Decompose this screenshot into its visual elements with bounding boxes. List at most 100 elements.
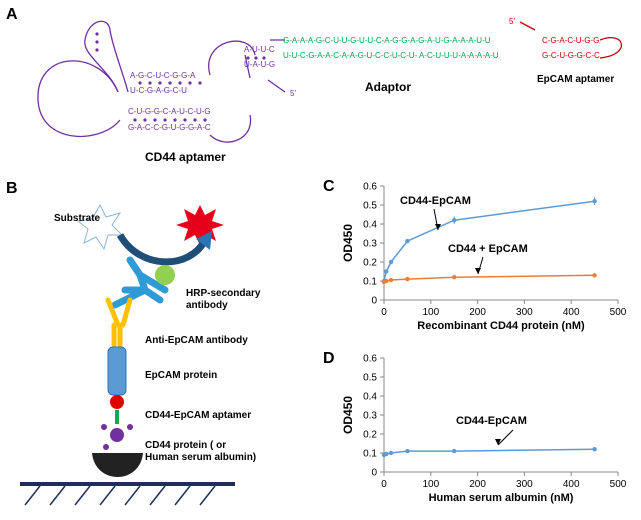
x-tick-label: 200 [469,307,486,318]
y-tick-label: 0.3 [363,411,377,422]
y-axis-label: OD450 [341,396,355,434]
series-line [383,448,595,456]
x-tick-label: 500 [610,307,627,318]
data-point [405,276,410,282]
substrate-label: Substrate [54,213,101,224]
surface-hatching [24,485,216,506]
cd44-stem1-top: A-G-C-U-C-G-G-A [130,71,196,80]
series-annotation: CD44 + EpCAM [448,243,528,255]
cd44-aptamer-node [103,444,109,450]
cd44-protein-bowl [92,453,143,477]
reaction-arrowhead [196,231,212,250]
anti-epcam-label: Anti-EpCAM antibody [145,335,248,346]
y-tick-label: 0.4 [363,220,377,231]
y-tick-label: 0.4 [363,392,377,403]
data-point [452,218,457,223]
epcam-5prime-label: 5' [509,17,515,26]
series-annotation: CD44-EpCAM [400,195,471,207]
data-point [388,277,394,283]
aptamer-epcam-binding-site [110,395,124,409]
panel-label-d: D [323,350,335,367]
cd44-stem2-top: C-U-G-G-C-A-U-C-U-G [128,107,211,116]
aptamer-label: CD44-EpCAM aptamer [145,410,252,421]
annotation-arrowhead [475,268,481,274]
y-axis-label: OD450 [341,224,355,262]
adaptor-linker [115,410,119,424]
panel-label-b: B [6,180,18,197]
data-point [384,278,389,284]
cd44-connector [244,39,285,79]
data-point [384,269,389,274]
cd44-right-loop [208,40,256,76]
x-tick-label: 300 [516,479,533,490]
cd44-basepair-dots [95,32,266,122]
cd44-stem2-bottom: G-A-C-C-G-U-G-G-A-C [128,123,211,132]
x-tick-label: 500 [610,479,627,490]
epcam-aptamer-label: EpCAM aptamer [537,74,615,85]
anti-epcam-antibody [105,297,133,348]
plate-surface [20,482,235,486]
cd44-aptamer-node [110,428,124,442]
data-point [405,448,410,454]
cd44-5prime-label: 5' [290,89,296,98]
x-tick-label: 400 [563,307,580,318]
panel-label-c: C [323,178,335,195]
x-tick-label: 100 [422,307,439,318]
hrp-secondary-antibody [111,256,169,309]
cd44-protein-label: CD44 protein ( or Human serum albumin) [145,440,257,463]
data-point [452,275,457,280]
hrp-enzyme-icon [155,265,175,285]
epcam-hairpin-loop [599,37,623,59]
x-axis-label: Recombinant CD44 protein (nM) [417,320,585,332]
epcam-bottom-strand: G-C-U-G-G-C-C [542,51,600,60]
substrate-star-icon [76,203,124,251]
y-tick-label: 0.2 [363,430,377,441]
y-tick-label: 0.5 [363,373,377,384]
epcam-protein-label: EpCAM protein [145,370,218,381]
cd44-aptamer-structure [37,20,286,143]
cd44-aptamer-node [101,424,107,430]
epcam-aptamer-structure [519,21,623,59]
annotation-arrowhead [495,439,501,445]
y-tick-label: 0.3 [363,239,377,250]
series-line [383,274,595,283]
y-tick-label: 0.2 [363,258,377,269]
cd44-big-loop [37,60,121,137]
epcam-protein-cylinder [107,346,127,396]
series-annotation: CD44-EpCAM [456,415,527,427]
epcam-top-strand: C-G-A-C-U-G-G [542,36,599,45]
cd44-stem3-top: A-U-U-C [244,45,275,54]
y-tick-label: 0.6 [363,182,377,193]
panel-label-a: A [6,6,18,23]
adaptor-bottom-strand: U-U-C-G-A-A-C-A-A-G-U-C-C-U-C-U- A-C-U-U… [283,51,499,60]
adaptor-label: Adaptor [365,80,411,94]
data-point [592,447,597,452]
x-tick-label: 400 [563,479,580,490]
panel-a-structure: A-G-C-U-C-G-G-A U-C-G-A-G-C-U C-U-G-G-C-… [37,17,623,143]
x-axis-label: Human serum albumin (nM) [429,492,574,504]
cd44-top-hairpin [84,20,129,93]
x-tick-label: 100 [422,479,439,490]
annotation-arrow [497,429,514,446]
x-tick-label: 0 [381,479,387,490]
annotation-arrowhead [435,224,441,230]
cd44-stem1-bottom: U-C-G-A-G-C-U [130,86,187,95]
y-tick-label: 0 [371,296,377,307]
cd44-lower-loop [209,114,252,143]
data-point [592,199,597,204]
data-point [388,259,394,265]
data-point [384,451,389,457]
y-tick-label: 0 [371,468,377,479]
data-point [592,273,597,278]
cd44-aptamer-label: CD44 aptamer [145,150,226,164]
adaptor-top-strand: G-A-A-A-G-C-U-U-G-U-U-C-A-G-G-A-G-A-U-G-… [283,36,491,45]
y-tick-label: 0.6 [363,354,377,365]
y-tick-label: 0.5 [363,201,377,212]
y-tick-label: 0.1 [363,277,377,288]
epcam-5prime-arrow [519,21,536,31]
series-line [383,200,595,282]
cd44-5prime-tail [267,79,286,93]
